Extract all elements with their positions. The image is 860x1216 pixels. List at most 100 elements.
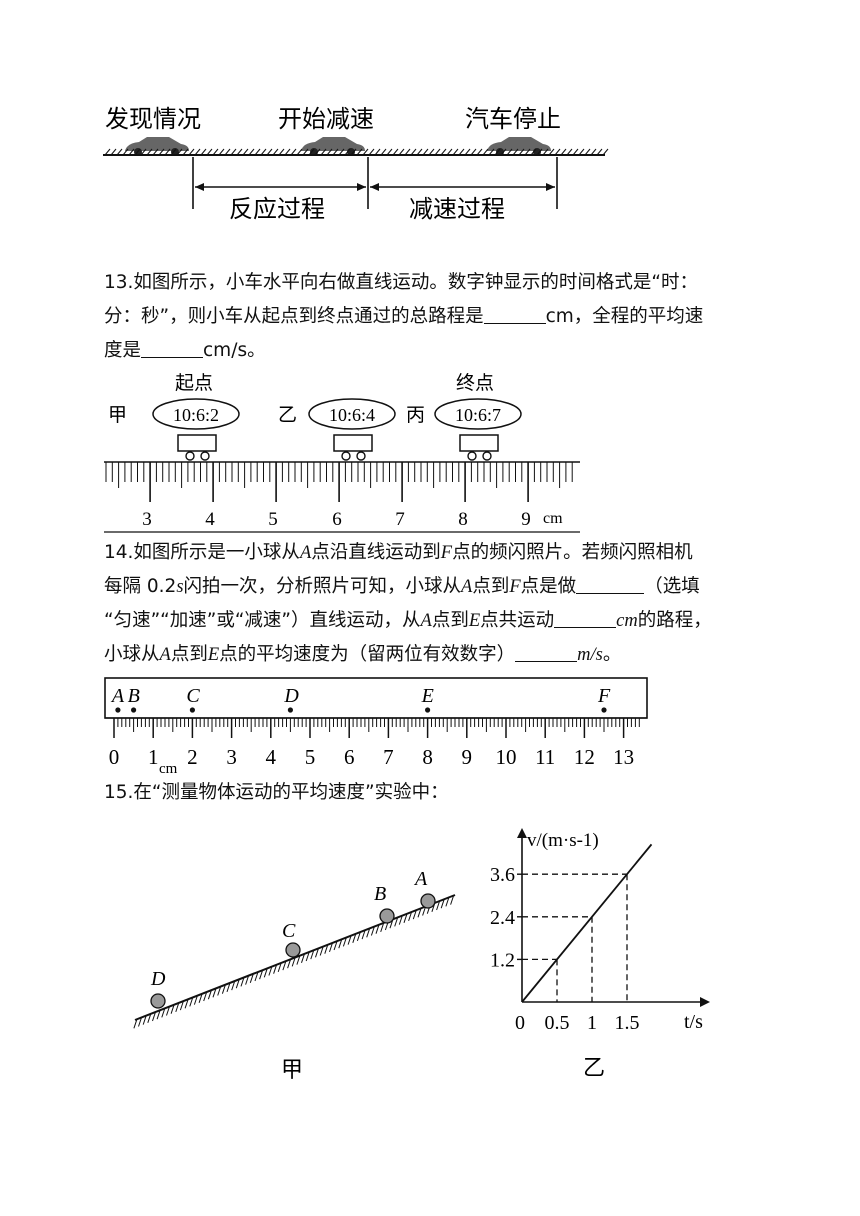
- unit-cm: cm: [616, 611, 638, 631]
- var-F: F: [440, 543, 453, 563]
- ruler-number: 3: [226, 745, 237, 769]
- ball-C: [285, 942, 301, 958]
- var-A: A: [159, 645, 171, 665]
- ruler-number: 9: [521, 509, 531, 530]
- hatch-line: [200, 148, 207, 156]
- hatch-line: [189, 997, 194, 1007]
- ball-D: [150, 993, 166, 1009]
- hatch-line: [482, 148, 489, 156]
- answer-blank[interactable]: [554, 609, 617, 628]
- hatch-line: [404, 148, 411, 156]
- hatch-line: [394, 917, 399, 927]
- ball-A: [420, 893, 436, 909]
- q14-text: 点是做: [520, 576, 577, 597]
- hatch-line: [342, 937, 347, 947]
- hatch-line: [452, 148, 459, 156]
- cart-icon: [333, 434, 373, 461]
- hatch-line: [352, 933, 357, 943]
- q13-text: 分：秒”，则小车从起点到终点通过的总路程是: [104, 306, 484, 327]
- question-15: 15.在“测量物体运动的平均速度”实验中：: [104, 776, 764, 810]
- hatch-line: [254, 148, 261, 156]
- hatch-line: [193, 995, 198, 1005]
- hatch-line: [494, 148, 501, 156]
- unit-ms: m/s: [577, 645, 603, 665]
- x-tick-label: 1: [587, 1012, 597, 1034]
- ruler-number: 8: [422, 745, 433, 769]
- cart-icon: [459, 434, 499, 461]
- stage-label-stop: 汽车停止: [465, 105, 561, 133]
- q14-text: 点共运动: [480, 610, 555, 631]
- hatch-line: [104, 148, 111, 156]
- hatch-line: [362, 148, 369, 156]
- hatch-line: [380, 148, 387, 156]
- hatch-line: [291, 957, 296, 967]
- q14-text: 点沿直线运动到: [311, 542, 441, 563]
- car-icon: [125, 137, 189, 156]
- hatch-line: [122, 148, 129, 156]
- hatch-line: [310, 949, 315, 960]
- ruler-number: 3: [142, 509, 152, 530]
- hatch-line: [207, 990, 212, 1000]
- stopping-distance-figure: 发现情况 开始减速 汽车停止 反应过程 减速过程: [103, 105, 609, 223]
- hatch-line: [272, 148, 279, 156]
- hatch-line: [324, 944, 329, 954]
- hatch-line: [356, 931, 361, 942]
- ruler-number: 11: [535, 745, 555, 769]
- hatch-line: [184, 999, 189, 1009]
- q14-line1: 14.如图所示是一小球从A点沿直线运动到F点的频闪照片。若频闪照相机: [104, 536, 764, 570]
- hatch-line: [347, 935, 352, 945]
- hatch-line: [320, 148, 327, 156]
- answer-blank[interactable]: [576, 575, 645, 594]
- var-A: A: [461, 577, 473, 597]
- hatch-line: [554, 148, 561, 156]
- hatch-line: [188, 148, 195, 156]
- hatch-line: [245, 975, 250, 985]
- ruler-number: 1: [148, 745, 159, 769]
- hatch-line: [338, 148, 345, 156]
- hatch-line: [434, 148, 441, 156]
- hatch-line: [268, 966, 273, 976]
- hatch-line: [524, 148, 531, 156]
- series-line: [521, 843, 653, 1003]
- cart-icon: [177, 434, 217, 461]
- answer-blank[interactable]: [141, 339, 204, 358]
- hatch-line: [152, 1011, 156, 1022]
- point-label: E: [421, 685, 434, 707]
- clock-time: 10:6:4: [329, 405, 375, 425]
- q14-text: 的路程，: [637, 610, 712, 631]
- ruler-number: 2: [187, 745, 198, 769]
- hatch-line: [175, 1002, 180, 1013]
- ball-B: [379, 908, 395, 924]
- q15-line1: 15.在“测量物体运动的平均速度”实验中：: [104, 782, 449, 803]
- clock-time: 10:6:2: [173, 405, 219, 425]
- hatch-line: [206, 148, 213, 156]
- hatch-line: [566, 148, 573, 156]
- hatch-line: [302, 148, 309, 156]
- stage-label-brake: 开始减速: [278, 105, 374, 133]
- answer-blank[interactable]: [483, 305, 546, 324]
- hatch-line: [273, 964, 278, 974]
- hatch-line: [152, 148, 159, 156]
- point-dot: [601, 707, 607, 713]
- ruler-number: 5: [268, 509, 278, 530]
- hatch-line: [218, 148, 225, 156]
- hatch-line: [596, 148, 603, 156]
- clock-time: 10:6:7: [455, 405, 501, 425]
- hatch-line: [428, 148, 435, 156]
- hatch-line: [133, 1019, 138, 1029]
- label-D: D: [150, 968, 166, 990]
- hatch-line: [590, 148, 597, 156]
- hatch-line: [512, 148, 519, 156]
- position-label-yi: 乙: [278, 404, 297, 426]
- q14-text: 点到: [170, 644, 208, 665]
- hatch-line: [518, 148, 525, 156]
- var-s: s: [176, 577, 184, 597]
- answer-blank[interactable]: [515, 643, 578, 662]
- ruler-unit: cm: [543, 510, 563, 527]
- q14-text: 点的频闪照片。若频闪照相机: [452, 542, 693, 563]
- point-dot: [131, 707, 137, 713]
